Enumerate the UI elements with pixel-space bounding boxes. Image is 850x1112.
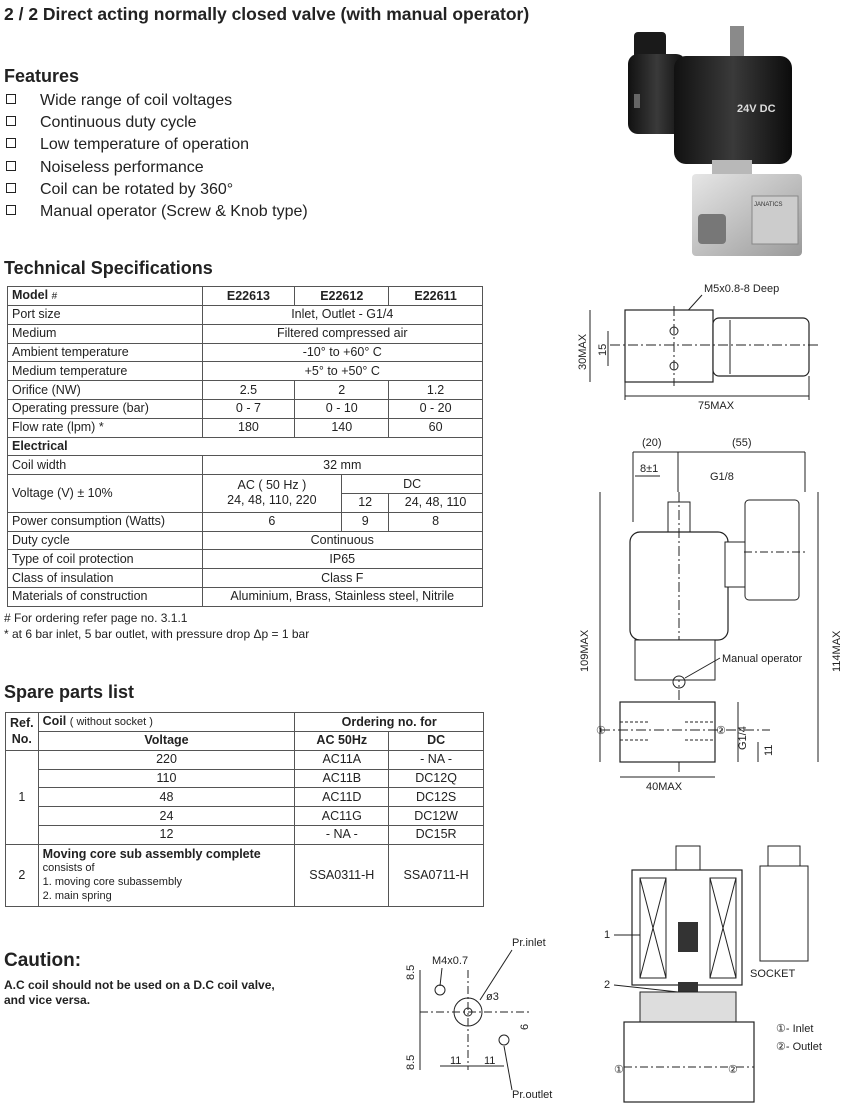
feature-item: Continuous duty cycle: [6, 112, 308, 134]
table-row: Electrical: [7, 436, 483, 457]
dim-label: (20): [642, 437, 662, 449]
dim-label: (55): [732, 437, 752, 449]
table-row: Ambient temperature-10° to +60° C: [7, 342, 484, 363]
outlet-marker: ②: [716, 725, 726, 737]
checkbox-icon: [6, 160, 16, 171]
top-view-drawing: M5x0.8-8 Deep 30MAX 15 75MAX: [577, 283, 820, 412]
coil-label: 24V DC: [737, 103, 776, 115]
table-row: 12- NA -DC15R: [6, 824, 484, 845]
model-col: E22612: [294, 286, 390, 306]
mounting-drawing: Pr.inlet M4x0.7 ø3 8.5 8.5 6 11 11 Pr.ou…: [405, 937, 552, 1101]
dim-label: 6: [519, 1024, 531, 1030]
checkbox-icon: [6, 138, 16, 149]
caution-heading: Caution:: [4, 950, 82, 971]
dim-label: 11: [484, 1055, 495, 1067]
dim-label: Manual operator: [722, 653, 802, 665]
legend-inlet: ①- Inlet: [776, 1023, 813, 1035]
dim-label: 30MAX: [577, 333, 589, 370]
table-row: 2 Moving core sub assembly complete cons…: [5, 843, 484, 907]
dim-label: Pr.outlet: [512, 1089, 552, 1101]
ordering-note: # For ordering refer page no. 3.1.1: [4, 611, 188, 625]
feature-item: Wide range of coil voltages: [6, 90, 308, 112]
dim-label: 8±1: [640, 463, 658, 475]
dim-label: SOCKET: [750, 968, 796, 980]
spare-parts-table: Ref.No. Coil ( without socket ) Ordering…: [5, 712, 484, 907]
checkbox-icon: [6, 94, 16, 104]
model-col: E22611: [388, 286, 483, 306]
dim-label: 11: [450, 1055, 461, 1067]
dim-label: G1/8: [710, 471, 734, 483]
feature-item: Low temperature of operation: [6, 134, 308, 156]
section-drawing: SOCKET 1 2 ① ② ①- Inlet ②- Outlet: [604, 845, 822, 1103]
inlet-marker: ①: [596, 725, 606, 737]
dim-label: 11: [763, 745, 775, 756]
features-heading: Features: [4, 66, 80, 86]
tech-heading: Technical Specifications: [4, 258, 213, 278]
dim-label: 109MAX: [579, 629, 591, 672]
spares-heading: Spare parts list: [4, 682, 135, 702]
brand-label: JANATICS: [754, 202, 783, 208]
table-row: Voltage (V) ± 10% AC ( 50 Hz )24, 48, 11…: [7, 474, 483, 513]
caution-text: A.C coil should not be used on a D.C coi…: [4, 978, 275, 1007]
dim-label: M4x0.7: [432, 955, 468, 967]
dim-label: 8.5: [405, 1055, 417, 1070]
front-view-drawing: (20) (55) 8±1 G1/8 Manual operator ① ② G…: [579, 437, 843, 793]
electrical-header: Electrical: [7, 436, 483, 457]
checkbox-icon: [6, 204, 16, 215]
model-col: E22613: [201, 286, 296, 306]
dim-label: M5x0.8-8 Deep: [704, 283, 779, 295]
model-header: Model #: [7, 286, 203, 306]
table-row: Medium temperature+5° to +50° C: [7, 361, 484, 382]
feature-item: Coil can be rotated by 360°: [6, 179, 308, 201]
dim-label: 1: [604, 929, 610, 941]
dim-label: Pr.inlet: [512, 937, 546, 949]
flow-note: * at 6 bar inlet, 5 bar outlet, with pre…: [4, 627, 310, 641]
dim-label: 114MAX: [831, 630, 843, 672]
feature-item: Manual operator (Screw & Knob type): [6, 201, 308, 223]
dim-label: G1/4: [737, 726, 749, 750]
dim-label: 15: [597, 344, 609, 356]
dim-label: 8.5: [405, 965, 417, 980]
valve-photo: 24V DC JANATICS: [628, 26, 802, 256]
features-list: Wide range of coil voltages Continuous d…: [6, 90, 308, 223]
dim-label: 75MAX: [698, 400, 735, 412]
dim-label: 40MAX: [646, 781, 683, 793]
checkbox-icon: [6, 182, 16, 193]
dim-label: ø3: [486, 991, 499, 1003]
checkbox-icon: [6, 116, 16, 127]
outlet-marker: ②: [728, 1064, 738, 1076]
dim-label: 2: [604, 979, 610, 991]
feature-item: Noiseless performance: [6, 157, 308, 179]
legend-outlet: ②- Outlet: [776, 1041, 822, 1053]
page-title: 2 / 2 Direct acting normally closed valv…: [4, 4, 530, 24]
inlet-marker: ①: [614, 1064, 624, 1076]
